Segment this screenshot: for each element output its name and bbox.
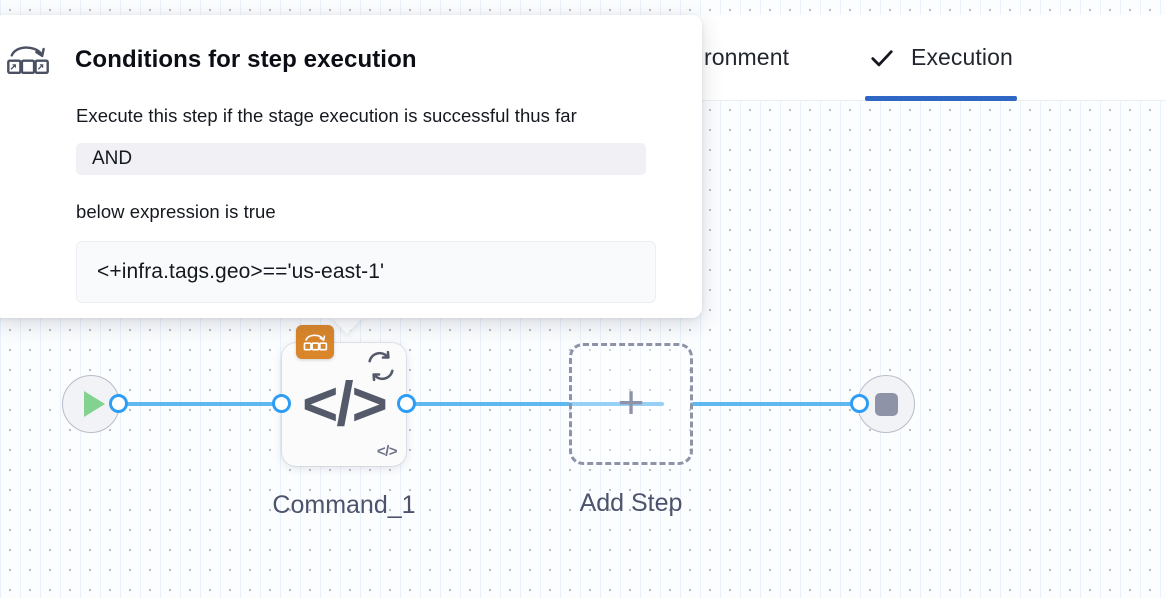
port-command-out[interactable] [397,394,416,413]
stop-icon [874,392,898,416]
conditional-execution-icon [296,325,334,359]
edge-start-to-command [118,402,290,406]
tab-environment[interactable]: ronment [700,15,793,101]
condition-expression-value: <+infra.tags.geo>=='us-east-1' [97,260,385,283]
tab-execution-label: Execution [911,44,1013,70]
retry-loop-icon [364,349,398,383]
tab-environment-label: ronment [704,44,790,70]
check-icon [869,45,895,71]
play-icon [83,391,105,417]
step-node-command-1[interactable]: </> </> [282,325,406,466]
conditional-execution-popover: Conditions for step execution Execute th… [0,15,702,318]
popover-header: Conditions for step execution [0,41,702,79]
condition-description-line-2: below expression is true [76,201,276,222]
port-start-out[interactable] [109,394,128,413]
edge-addstep-to-end [690,402,870,406]
plus-icon: + [617,376,645,428]
conditional-execution-icon [4,41,52,79]
edge-command-to-addstep [404,402,664,406]
condition-description-line-1: Execute this step if the stage execution… [76,105,577,126]
tab-execution[interactable]: Execution [865,15,1017,101]
port-end-in[interactable] [850,394,869,413]
add-step-label: Add Step [579,489,683,517]
add-step-button[interactable]: + [569,343,693,465]
step-node-label: Command_1 [272,491,416,519]
tab-execution-underline [865,95,1017,101]
condition-operator-field: AND [76,143,646,175]
step-type-code-icon: </> [302,369,388,439]
condition-operator-value: AND [92,148,133,169]
condition-expression-field: <+infra.tags.geo>=='us-east-1' [76,241,656,303]
port-command-in[interactable] [272,394,291,413]
popover-tail [330,316,364,334]
step-type-badge-icon: </> [376,443,398,460]
popover-body: Execute this step if the stage execution… [0,105,702,303]
popover-title: Conditions for step execution [75,46,417,73]
